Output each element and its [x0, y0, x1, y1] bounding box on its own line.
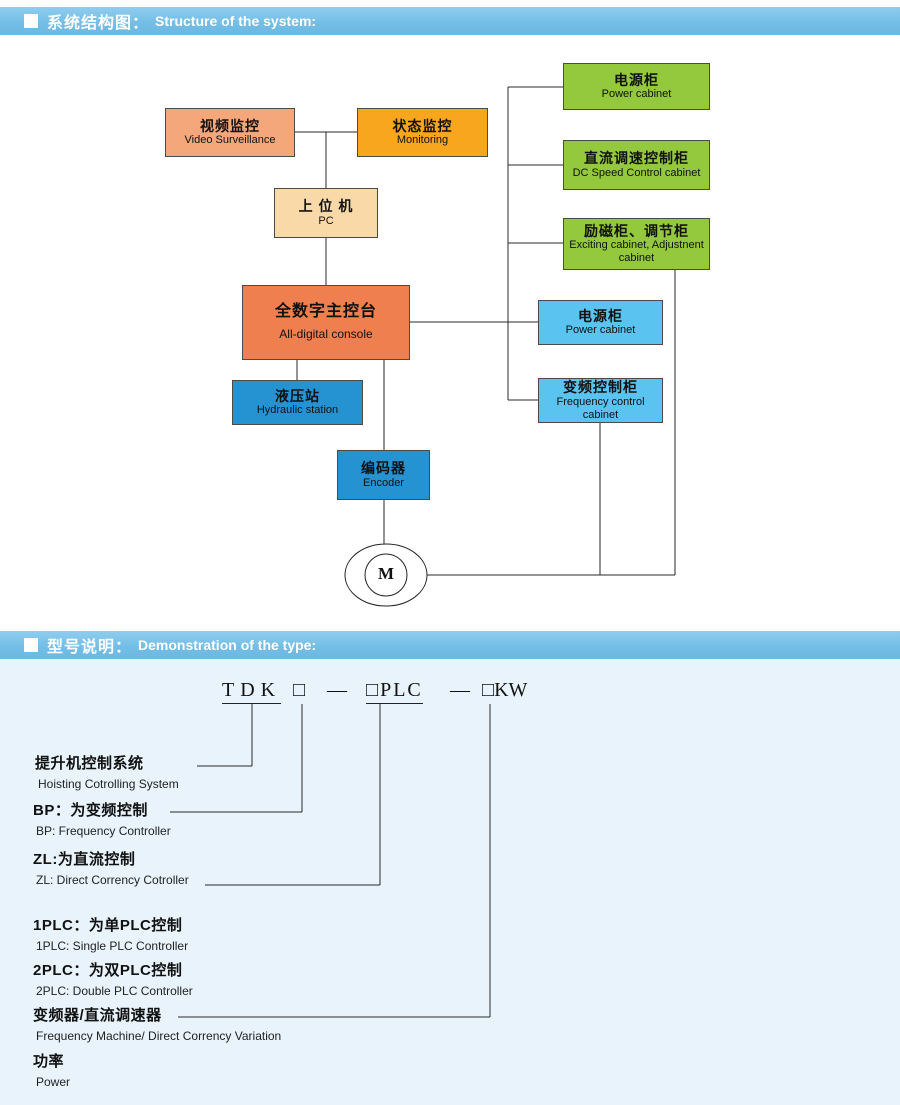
type-label-en: ZL: Direct Corrency Cotroller	[36, 873, 189, 887]
box-label-en: Frequency control cabinet	[556, 395, 645, 421]
box-label-en: Monitoring	[396, 134, 449, 147]
formula-placeholder-box: □	[293, 679, 306, 701]
box-label-en: All-digital console	[279, 327, 373, 342]
box-label-en: Power cabinet	[565, 324, 636, 337]
type-label-1plc: 1PLC：为单PLC控制 1PLC: Single PLC Controller	[33, 915, 188, 956]
type-label-zh: 功率	[33, 1053, 65, 1070]
box-label-zh: 编码器	[361, 460, 406, 477]
box-label-zh: 电源柜	[614, 71, 659, 88]
box-label-en: DC Speed Control cabinet	[572, 166, 701, 179]
section-header-structure: 系统结构图： Structure of the system:	[0, 7, 900, 35]
box-label-zh: 变频控制柜	[563, 379, 638, 396]
type-label-variation: 变频器/直流调速器 Frequency Machine/ Direct Corr…	[33, 1005, 281, 1046]
type-label-zl: ZL:为直流控制 ZL: Direct Corrency Cotroller	[33, 849, 189, 890]
type-label-zh: 2PLC：为双PLC控制	[33, 962, 183, 979]
box-pc: 上 位 机 PC	[274, 188, 378, 238]
box-label-zh: 直流调速控制柜	[584, 150, 689, 167]
type-label-en: Hoisting Cotrolling System	[38, 777, 179, 791]
formula-dash: —	[327, 679, 347, 701]
type-label-zh: BP：为变频控制	[33, 802, 148, 819]
box-all-digital-console: 全数字主控台 All-digital console	[242, 285, 410, 360]
box-frequency-control-cabinet: 变频控制柜 Frequency control cabinet	[538, 378, 663, 423]
box-label-en: Encoder	[363, 476, 404, 489]
section-title-zh: 型号说明：	[47, 639, 133, 656]
type-label-en: BP: Frequency Controller	[36, 824, 171, 838]
box-label-zh: 电源柜	[578, 307, 623, 324]
box-dc-speed-control-cabinet: 直流调速控制柜 DC Speed Control cabinet	[563, 140, 710, 190]
box-hydraulic-station: 液压站 Hydraulic station	[232, 380, 363, 425]
type-label-2plc: 2PLC：为双PLC控制 2PLC: Double PLC Controller	[33, 960, 193, 1001]
section-marker-icon	[24, 14, 38, 28]
box-label-zh: 视频监控	[200, 117, 260, 134]
box-status-monitoring: 状态监控 Monitoring	[357, 108, 488, 157]
section-title-en: Demonstration of the type:	[138, 637, 317, 653]
box-label-zh: 上 位 机	[298, 198, 354, 215]
box-label-en: Video Surveillance	[184, 134, 276, 147]
box-label-en: Exciting cabinet, Adjustnent cabinet	[569, 239, 704, 265]
type-label-en: Power	[36, 1075, 71, 1089]
formula-tdk: TDK	[222, 678, 282, 704]
box-label-en: Hydraulic station	[256, 404, 339, 417]
section-header-type: 型号说明： Demonstration of the type:	[0, 631, 900, 659]
formula-dash: —	[450, 679, 470, 701]
box-exciting-adjustment-cabinet: 励磁柜、调节柜 Exciting cabinet, Adjustnent cab…	[563, 218, 710, 270]
type-label-zh: 变频器/直流调速器	[33, 1007, 162, 1024]
box-label-en: Power cabinet	[601, 88, 672, 101]
box-label-en: PC	[318, 214, 334, 227]
box-power-cabinet-cyan: 电源柜 Power cabinet	[538, 300, 663, 345]
type-label-zh: 提升机控制系统	[35, 755, 144, 772]
box-power-cabinet-green: 电源柜 Power cabinet	[563, 63, 710, 110]
box-video-surveillance: 视频监控 Video Surveillance	[165, 108, 295, 157]
box-encoder: 编码器 Encoder	[337, 450, 430, 500]
type-label-power: 功率 Power	[33, 1051, 70, 1092]
type-label-zh: ZL:为直流控制	[33, 851, 136, 868]
section-title-en: Structure of the system:	[155, 13, 317, 29]
motor-label: M	[377, 564, 395, 583]
box-label-zh: 状态监控	[392, 117, 453, 134]
type-label-hoisting-system: 提升机控制系统 Hoisting Cotrolling System	[35, 753, 179, 794]
section-title-zh: 系统结构图：	[47, 15, 150, 32]
type-label-bp: BP：为变频控制 BP: Frequency Controller	[33, 800, 171, 841]
type-label-en: 2PLC: Double PLC Controller	[36, 984, 193, 998]
box-label-zh: 液压站	[275, 387, 320, 404]
box-label-zh: 励磁柜、调节柜	[584, 222, 689, 239]
type-label-en: 1PLC: Single PLC Controller	[36, 939, 189, 953]
type-label-zh: 1PLC：为单PLC控制	[33, 917, 183, 934]
box-label-zh: 全数字主控台	[274, 303, 377, 321]
section-marker-icon	[24, 638, 38, 652]
formula-plc: □PLC	[366, 678, 423, 704]
formula-kw: □KW	[482, 679, 528, 701]
type-label-en: Frequency Machine/ Direct Corrency Varia…	[36, 1029, 282, 1043]
type-section-background	[0, 659, 900, 1105]
